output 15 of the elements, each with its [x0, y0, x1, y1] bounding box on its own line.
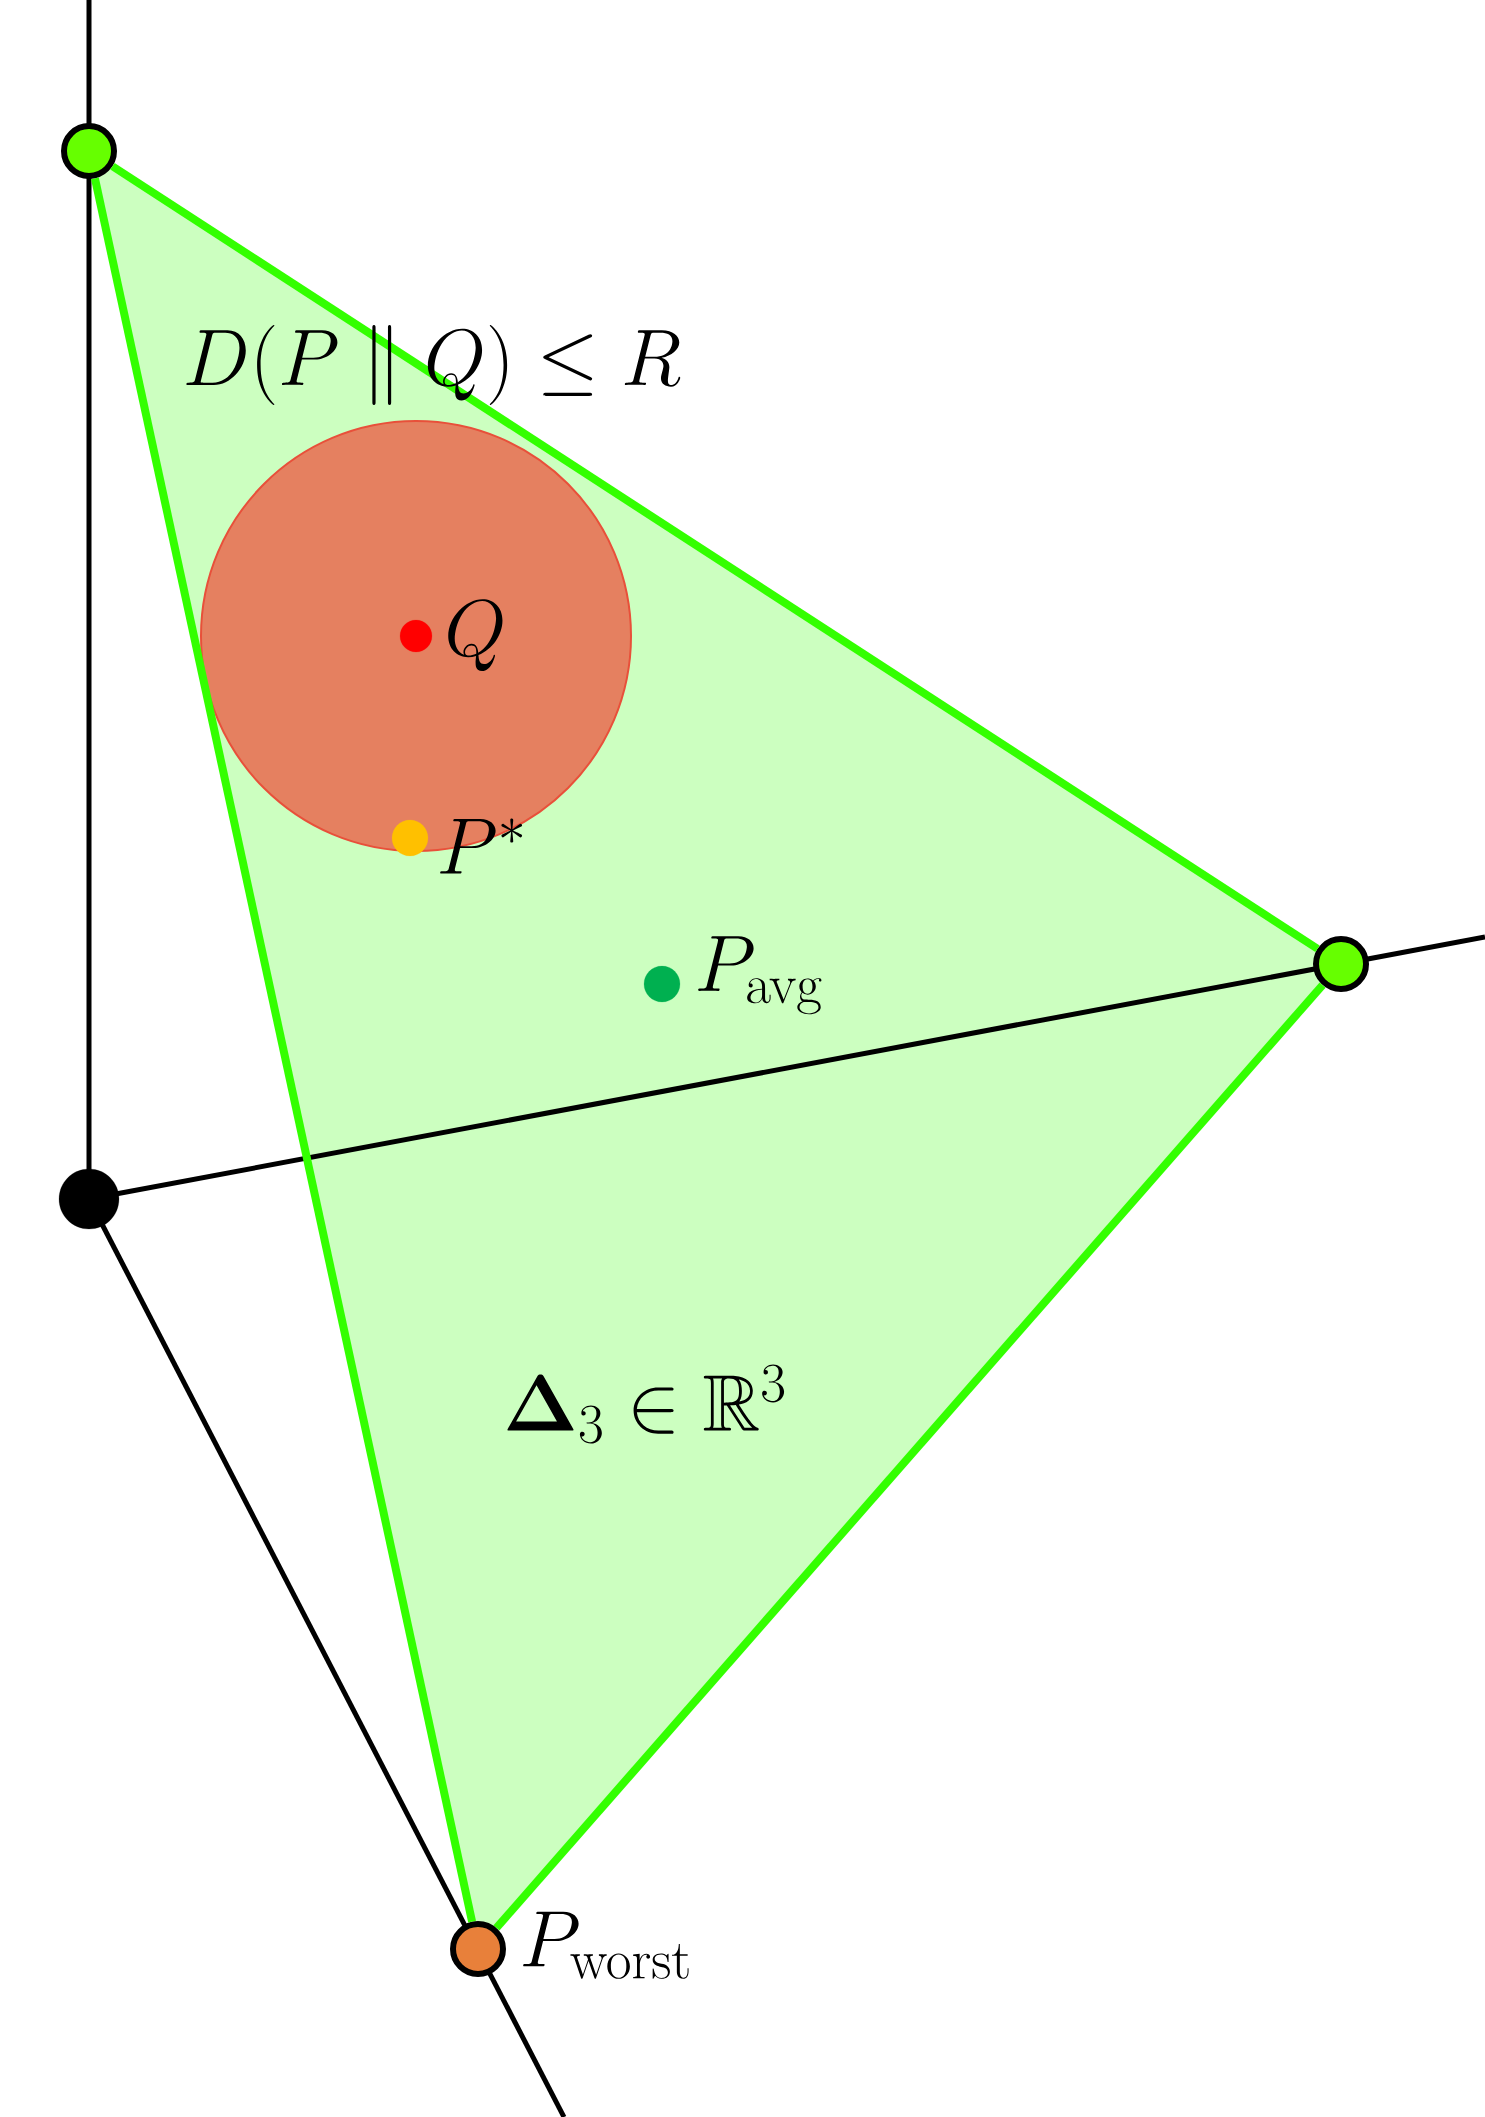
simplex-label: $\boldsymbol{\Delta}_3 \in \mathbb{R}^3$: [507, 1364, 785, 1444]
point-label: $P_{\mathrm{worst}}$: [523, 1911, 689, 1979]
triangle-side: [110, 162, 1320, 953]
point-dot: [391, 819, 429, 857]
point-dot: [399, 619, 433, 653]
point-label: $Q$: [448, 599, 503, 672]
point-label: $P^*$: [440, 818, 523, 874]
vertex-dot: [1313, 936, 1369, 992]
point-dot: [643, 965, 681, 1003]
point-label: $P_{\mathrm{avg}}$: [698, 936, 822, 1015]
triangle-side: [493, 982, 1326, 1931]
triangle-side: [91, 177, 476, 1923]
vertex-dot: [450, 1921, 506, 1978]
vertex-dot: [61, 123, 117, 179]
origin-dot: [58, 1168, 120, 1230]
